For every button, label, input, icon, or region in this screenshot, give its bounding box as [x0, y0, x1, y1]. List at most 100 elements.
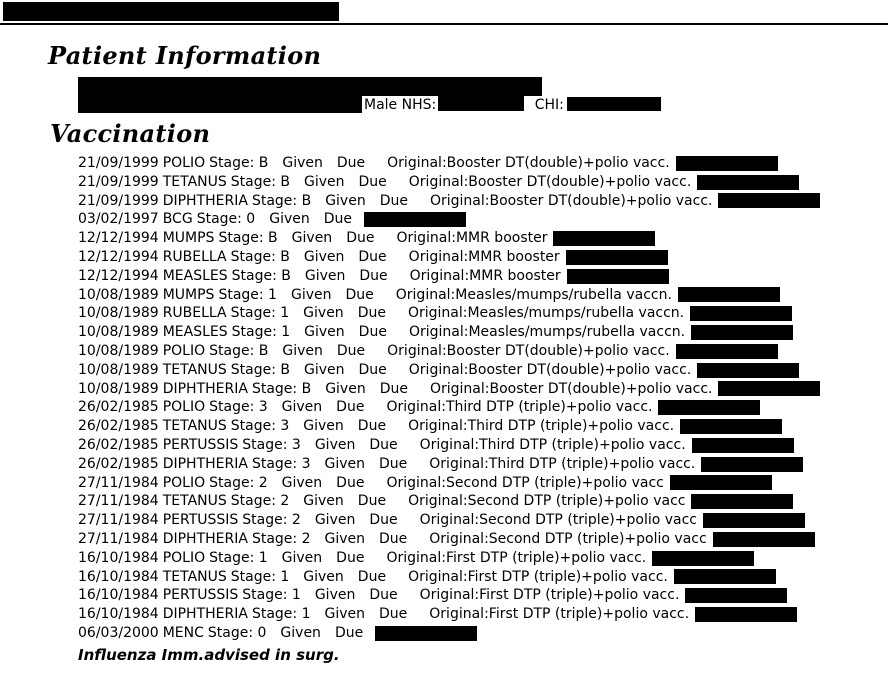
vaccination-given: Given — [303, 173, 345, 190]
vaccination-redaction — [677, 287, 780, 303]
vaccination-original: Original:Measles/mumps/rubella vaccn. — [408, 324, 686, 341]
vaccine-name: DIPHTHERIA — [162, 530, 248, 547]
vaccination-date: 10/08/1989 — [78, 305, 159, 322]
vaccination-stage: Stage: B — [230, 361, 290, 378]
vaccination-original: Original:First DTP (triple)+polio vacc. — [429, 606, 690, 623]
vaccination-original: Original:Booster DT(double)+polio vacc. — [408, 173, 692, 190]
vaccination-date: 12/12/1994 — [78, 230, 159, 247]
vaccination-original: Original:Booster DT(double)+polio vacc. — [429, 192, 713, 209]
chi-number-redaction — [566, 97, 661, 111]
vaccination-redaction — [669, 475, 772, 491]
vaccination-redaction — [673, 569, 776, 585]
vaccination-date: 26/02/1985 — [78, 399, 159, 416]
patient-identifiers: Male NHS: CHI: — [364, 96, 661, 114]
vaccine-name: PERTUSSIS — [162, 436, 239, 453]
vaccine-name: BCG — [162, 211, 193, 228]
vaccine-name: DIPHTHERIA — [162, 380, 248, 397]
vaccination-date: 27/11/1984 — [78, 474, 159, 491]
vaccination-redaction — [690, 306, 793, 322]
vaccination-redaction — [697, 362, 800, 378]
vaccination-given: Given — [324, 606, 365, 623]
vaccine-name: PERTUSSIS — [162, 512, 239, 529]
vaccination-due: Due — [358, 173, 387, 190]
vaccination-due: Due — [357, 418, 387, 435]
vaccination-redaction — [718, 381, 821, 397]
vaccination-stage: Stage: B — [209, 342, 269, 359]
vaccination-due: Due — [379, 380, 408, 397]
vaccination-due: Due — [334, 624, 364, 641]
vaccine-name: POLIO — [162, 399, 206, 416]
vaccination-original: Original:Second DTP (triple)+polio vacc — [429, 530, 707, 547]
vaccination-given: Given — [280, 624, 321, 641]
vaccination-given: Given — [324, 455, 365, 472]
vaccination-given: Given — [303, 568, 344, 585]
vaccination-original: Original:MMR booster — [408, 248, 560, 265]
vaccine-name: MEASLES — [162, 324, 228, 341]
vaccination-due: Due — [358, 248, 387, 265]
vaccination-given: Given — [324, 530, 365, 547]
vaccination-date: 10/08/1989 — [78, 286, 159, 303]
vaccination-date: 16/10/1984 — [78, 587, 159, 604]
vaccination-original: Original:Measles/mumps/rubella vaccn. — [407, 305, 685, 322]
vaccination-due: Due — [379, 530, 408, 547]
vaccination-given: Given — [303, 361, 345, 378]
header-redaction — [3, 2, 339, 21]
vaccination-date: 26/02/1985 — [78, 436, 159, 453]
vaccination-stage: Stage: 1 — [230, 305, 290, 322]
vaccination-redaction — [652, 550, 755, 566]
vaccination-redaction — [691, 325, 794, 341]
vaccination-redaction — [565, 249, 668, 265]
vaccination-stage: Stage: B — [209, 155, 269, 171]
vaccination-due: Due — [345, 286, 374, 303]
vaccination-due: Due — [358, 324, 387, 341]
vaccination-stage: Stage: 1 — [251, 606, 311, 623]
vaccination-heading: Vaccination — [50, 119, 211, 148]
vaccination-stage: Stage: B — [251, 380, 312, 397]
vaccine-name: TETANUS — [162, 173, 227, 190]
vaccination-redaction — [675, 343, 778, 359]
vaccination-due: Due — [358, 361, 387, 378]
vaccination-original: Original:Second DTP (triple)+polio vacc — [408, 493, 686, 510]
vaccination-due: Due — [357, 305, 386, 322]
vaccine-name: POLIO — [162, 474, 206, 491]
vaccination-due: Due — [379, 192, 408, 209]
vaccination-stage: Stage: 2 — [209, 474, 268, 491]
vaccination-due: Due — [379, 606, 408, 623]
vaccination-redaction — [695, 607, 798, 623]
vaccination-redaction — [553, 231, 656, 247]
vaccination-redaction — [718, 193, 821, 209]
vaccination-original: Original:Third DTP (triple)+polio vacc. — [408, 418, 675, 435]
vaccination-date: 12/12/1994 — [78, 267, 159, 284]
vaccination-given: Given — [290, 286, 332, 303]
vaccination-due: Due — [336, 474, 365, 491]
vaccination-date: 21/09/1999 — [78, 155, 159, 171]
vaccination-original: Original:MMR booster — [396, 230, 548, 247]
vaccination-stage: Stage: B — [230, 248, 290, 265]
vaccination-due: Due — [357, 493, 387, 510]
vaccination-stage: Stage: 0 — [207, 624, 267, 641]
vaccination-given: Given — [303, 493, 344, 510]
vaccination-stage: Stage: 3 — [251, 455, 311, 472]
vaccine-name: MUMPS — [162, 230, 215, 247]
vaccination-given: Given — [282, 155, 323, 171]
vaccination-due: Due — [359, 267, 388, 284]
vaccination-stage: Stage: 2 — [251, 530, 311, 547]
vaccination-redaction — [680, 419, 783, 435]
vaccination-stage: Stage: B — [230, 173, 290, 190]
vaccination-date: 27/11/1984 — [78, 512, 159, 529]
vaccination-date: 03/02/1997 — [78, 211, 159, 228]
